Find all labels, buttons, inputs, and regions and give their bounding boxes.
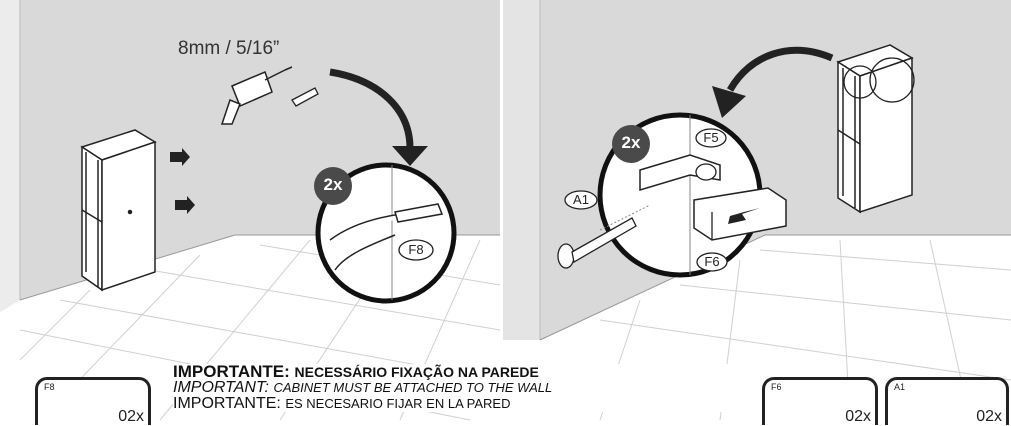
part-box-f8: F8 02x [35,377,151,425]
count-badge-left: 2x [323,175,343,194]
cabinet-drawing [836,44,914,214]
part-code: A1 [894,382,906,392]
part-label-f6: F6 [704,254,720,269]
count-badge-right: 2x [621,133,641,152]
part-code: F6 [771,382,782,392]
zoom-detail-left [315,162,457,304]
wall-fixing-notice: IMPORTANTE: NECESSÁRIO FIXAÇÃO NA PAREDE… [173,362,733,412]
part-label-a1: A1 [573,192,589,207]
curved-arrow-icon [329,68,414,149]
part-box-f6: F6 02x [762,377,878,425]
wall-plug-icon [291,87,319,107]
notice-es: IMPORTANTE: ES NECESARIO FIJAR EN LA PAR… [173,395,511,412]
drill-size-label: 8mm / 5/16” [178,38,280,59]
cabinet-drawing [80,129,157,292]
screw-icon [557,217,637,269]
part-qty: 02x [845,408,871,425]
drill-icon [220,66,293,125]
curved-arrow-icon [726,46,834,92]
notice-en: IMPORTANT: CABINET MUST BE ATTACHED TO T… [173,379,553,396]
arrow-right-icon [175,196,195,214]
part-qty: 02x [118,408,144,425]
part-label-f8: F8 [408,242,424,257]
notice-pt: IMPORTANTE: NECESSÁRIO FIXAÇÃO NA PAREDE [173,362,539,381]
left-scene [0,0,501,421]
right-scene [500,0,1011,425]
part-code: F8 [44,382,55,392]
part-qty: 02x [976,408,1002,425]
arrow-right-icon [170,148,190,166]
part-label-f5: F5 [703,130,719,145]
part-box-a1: A1 02x [885,377,1009,425]
